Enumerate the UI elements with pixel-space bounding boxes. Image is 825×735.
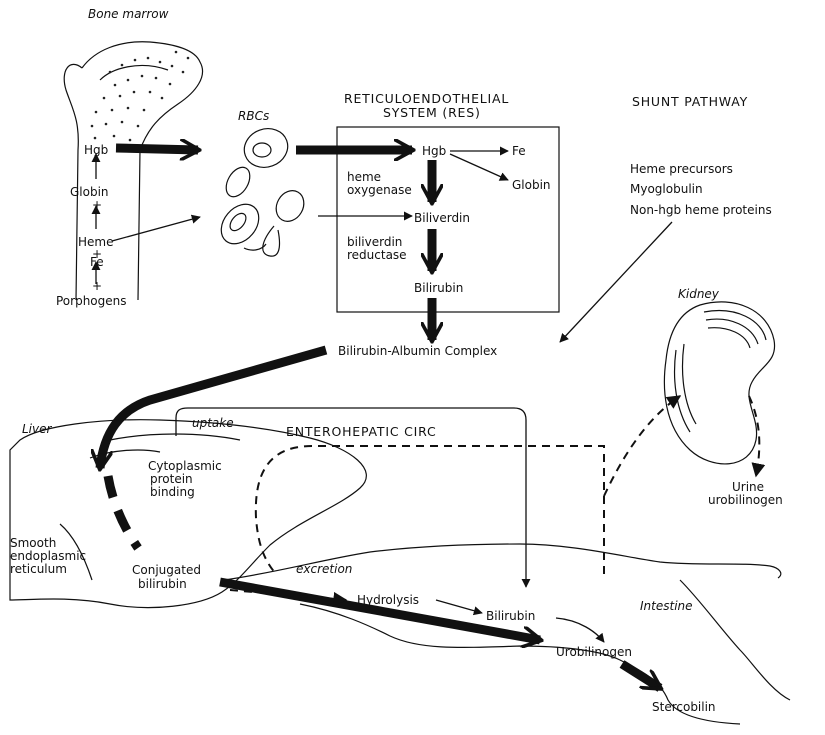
arrow-hydrolysis-to-bilirubin [436, 600, 482, 613]
conjugated-bilirubin-label: bilirubin [138, 577, 187, 591]
kidney-illustration [664, 302, 774, 464]
arrow-hgb-to-globin [450, 154, 508, 180]
kidney-label: Kidney [678, 287, 720, 301]
uptake-label: uptake [192, 416, 234, 430]
rbcs-label: RBCs [238, 109, 269, 123]
fe-res: Fe [512, 144, 526, 158]
fe-bone-marrow: Fe [90, 255, 104, 269]
rbc-cells-illustration [214, 123, 310, 257]
res-title-line2: SYSTEM (RES) [383, 105, 481, 120]
excretion-label: excretion [296, 562, 352, 576]
res-title-line1: RETICULOENDOTHELIAL [344, 91, 509, 106]
biliverdin-reductase-label-2: reductase [347, 248, 407, 262]
enterohepatic-label: ENTEROHEPATIC CIRC [286, 424, 437, 439]
arrow-liver-internal [108, 476, 138, 548]
smooth-label: Smooth [10, 536, 56, 550]
liver-illustration [10, 420, 366, 608]
biliverdin-label: Biliverdin [414, 211, 470, 225]
urine-label: Urine [732, 480, 764, 494]
endoplasmic-label: endoplasmic [10, 549, 86, 563]
bone-marrow-femur-illustration [64, 42, 202, 300]
porphogens-label: Porphogens [56, 294, 127, 308]
shunt-non-hgb-heme-proteins: Non-hgb heme proteins [630, 203, 772, 217]
heme-oxygenase-label-2: oxygenase [347, 183, 412, 197]
marrow-speckles [91, 51, 190, 142]
bone-marrow-label: Bone marrow [88, 7, 169, 21]
arrow-heme-to-rbcs [112, 217, 200, 241]
shunt-heme-precursors: Heme precursors [630, 162, 733, 176]
enterohepatic-return-dashed [256, 446, 604, 574]
stercobilin-label: Stercobilin [652, 700, 716, 714]
urobilinogen-label: Urobilinogen [556, 645, 632, 659]
hydrolysis-label: Hydrolysis [357, 593, 419, 607]
cytoplasmic-label: Cytoplasmic [148, 459, 222, 473]
arrow-kidney-to-urine [749, 396, 759, 476]
liver-label: Liver [22, 422, 53, 436]
shunt-pathway-title: SHUNT PATHWAY [632, 94, 748, 109]
heme-oxygenase-label-1: heme [347, 170, 381, 184]
urine-urobilinogen-label: urobilinogen [708, 493, 783, 507]
bilirubin-albumin-complex-label: Bilirubin-Albumin Complex [338, 344, 497, 358]
hgb-bone-marrow: Hgb [84, 143, 108, 157]
reticulum-label: reticulum [10, 562, 67, 576]
dashed-to-kidney [604, 396, 680, 496]
arrow-shunt-to-complex [560, 222, 672, 342]
conjugated-label: Conjugated [132, 563, 201, 577]
biliverdin-reductase-label-1: biliverdin [347, 235, 402, 249]
binding-label: binding [150, 485, 195, 499]
bilirubin-intestine-label: Bilirubin [486, 609, 535, 623]
globin-res: Globin [512, 178, 551, 192]
intestine-label: Intestine [640, 599, 693, 613]
bilirubin-res-label: Bilirubin [414, 281, 463, 295]
arrow-bilirubin-to-urobilinogen [556, 618, 604, 642]
arrow-to-stercobilin [622, 664, 660, 688]
globin-bone-marrow: Globin [70, 185, 109, 199]
plus-sign-3: + [92, 279, 102, 293]
shunt-myoglobulin: Myoglobulin [630, 182, 703, 196]
arrow-hgb-to-rbcs [116, 148, 198, 150]
hgb-res: Hgb [422, 144, 446, 158]
protein-label: protein [150, 472, 193, 486]
plus-sign-1: + [92, 198, 102, 212]
